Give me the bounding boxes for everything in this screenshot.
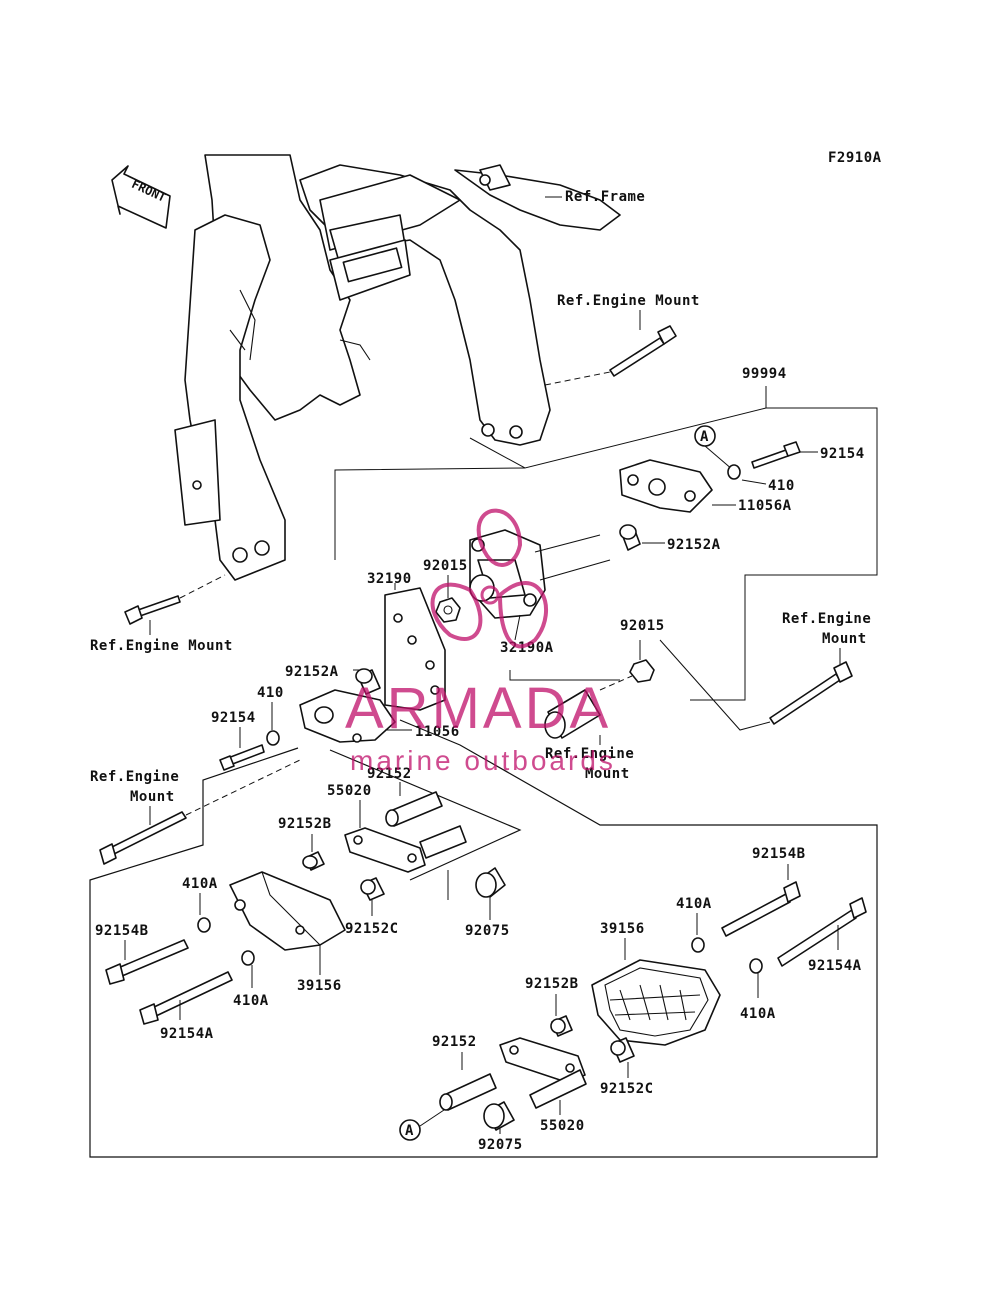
part-39156-left: 39156 (297, 978, 342, 994)
part-92152A-mid: 92152A (285, 664, 339, 680)
part-55020-right: 55020 (540, 1118, 585, 1134)
part-99994: 99994 (742, 366, 787, 382)
svg-text:A: A (700, 429, 709, 445)
collar-engine-mount-center (544, 689, 601, 739)
engine-mount-bolt-lower (99, 811, 187, 865)
washer-410A-left-top (197, 917, 211, 933)
collar-92152C-right (610, 1037, 635, 1063)
collar-92152B-right (550, 1015, 573, 1037)
part-92152C-left: 92152C (345, 921, 399, 937)
bolt-92154-mid (219, 744, 265, 771)
part-92154B-left: 92154B (95, 923, 149, 939)
bolt-92154B-right (721, 881, 801, 937)
plate-55020-right (499, 1037, 587, 1109)
figure-code: F2910A (828, 150, 882, 166)
bolt-92154A-right (777, 897, 867, 967)
part-92015-top: 92015 (423, 558, 468, 574)
svg-text:A: A (405, 1123, 414, 1139)
engine-mount-bolt-right (769, 661, 853, 725)
front-arrow-icon: FRONT (111, 165, 171, 229)
collar-92152B-left (302, 851, 325, 871)
part-92152B-left: 92152B (278, 816, 332, 832)
part-410-top: 410 (768, 478, 795, 494)
ref-engine-mount-right-label-2: Mount (822, 631, 867, 647)
nut-92015-mid (629, 659, 655, 683)
part-410-mid: 410 (257, 685, 284, 701)
ref-engine-mount-center-label-1: Ref.Engine (545, 746, 634, 762)
washer-410A-left-bottom (241, 950, 255, 966)
collar-92152A-top (619, 524, 641, 551)
bushing-92075-right (483, 1101, 515, 1131)
washer-410A-right-bottom (749, 958, 763, 974)
part-92154-mid: 92154 (211, 710, 256, 726)
ref-frame-label: Ref.Frame (565, 189, 645, 205)
callout-a-top: A (694, 425, 716, 447)
pin-92152-mid (385, 791, 443, 827)
part-39156-right: 39156 (600, 921, 645, 937)
part-410A-left-top: 410A (182, 876, 218, 892)
part-55020-left: 55020 (327, 783, 372, 799)
part-32190: 32190 (367, 571, 412, 587)
frame-drawing (174, 154, 621, 581)
bolt-92154A-left (139, 971, 233, 1025)
part-92154-top: 92154 (820, 446, 865, 462)
part-92075-right: 92075 (478, 1137, 523, 1153)
bolt-92154-top (751, 441, 801, 469)
part-32190A: 32190A (500, 640, 554, 656)
part-11056A: 11056A (738, 498, 792, 514)
part-92154B-right: 92154B (752, 846, 806, 862)
watermark-brand: ARMADA (345, 676, 611, 741)
ref-engine-mount-lower-label-1: Ref.Engine (90, 769, 179, 785)
ref-engine-mount-left-label: Ref.Engine Mount (90, 638, 233, 654)
engine-mount-bolt-top (609, 325, 677, 377)
bolt-92154B-left (105, 939, 189, 985)
watermark: ARMADA marine outboards (345, 508, 616, 776)
part-11056: 11056 (415, 724, 460, 740)
ref-engine-mount-right-label-1: Ref.Engine (782, 611, 871, 627)
watermark-tagline: marine outboards (350, 745, 616, 776)
engine-mount-bolt-left (124, 595, 181, 625)
nut-92015-top (435, 597, 461, 623)
part-92152-mid: 92152 (367, 766, 412, 782)
pin-92152-right (439, 1073, 497, 1111)
part-92015-mid: 92015 (620, 618, 665, 634)
propeller-logo-icon (430, 508, 549, 649)
slider-39156-right (591, 959, 721, 1046)
bushing-92075-left (475, 867, 506, 898)
bracket-11056A (619, 459, 713, 513)
bracket-11056 (299, 689, 396, 743)
part-92154A-left: 92154A (160, 1026, 214, 1042)
collar-92152A-mid (355, 668, 381, 695)
ref-engine-mount-lower-label-2: Mount (130, 789, 175, 805)
part-410A-left-bottom: 410A (233, 993, 269, 1009)
part-92152A-top: 92152A (667, 537, 721, 553)
part-92152B-right: 92152B (525, 976, 579, 992)
part-410A-right-bottom: 410A (740, 1006, 776, 1022)
part-92152-right: 92152 (432, 1034, 477, 1050)
part-92154A-right: 92154A (808, 958, 862, 974)
slider-39156-left (229, 871, 346, 951)
ref-engine-mount-center-label-2: Mount (585, 766, 630, 782)
callout-a-bottom: A (399, 1119, 421, 1141)
collar-92152C-left (360, 877, 385, 901)
part-410A-right-top: 410A (676, 896, 712, 912)
washer-410-mid (266, 730, 280, 746)
plate-32190 (384, 587, 446, 711)
ref-engine-mount-top-label: Ref.Engine Mount (557, 293, 700, 309)
part-92152C-right: 92152C (600, 1081, 654, 1097)
washer-410A-right-top (691, 937, 705, 953)
plate-55020-left (344, 825, 467, 873)
part-92075-left: 92075 (465, 923, 510, 939)
